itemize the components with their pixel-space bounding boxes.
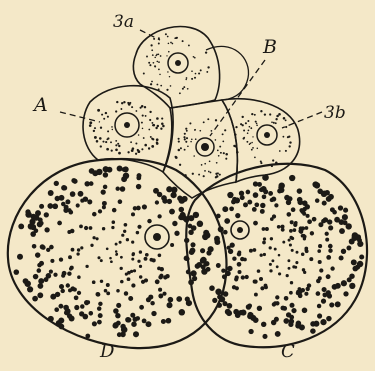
- label-d: D: [100, 343, 114, 361]
- cell-b-outline: [163, 100, 237, 198]
- label-3b: 3b: [324, 105, 346, 122]
- label-b: B: [263, 38, 277, 57]
- nucleus-b: [196, 138, 214, 156]
- label-c: C: [281, 343, 295, 361]
- leader-a: [60, 112, 100, 122]
- label-a: A: [34, 96, 48, 115]
- yolk-granules: [14, 33, 365, 339]
- nucleus-a: [115, 113, 139, 137]
- label-3a: 3a: [113, 14, 134, 31]
- nucleus-3b: [257, 125, 277, 145]
- nucleus-3a: [168, 53, 188, 73]
- nucleus-d: [145, 225, 169, 249]
- nucleus-c: [231, 221, 249, 239]
- polar-body-loop: [206, 46, 249, 100]
